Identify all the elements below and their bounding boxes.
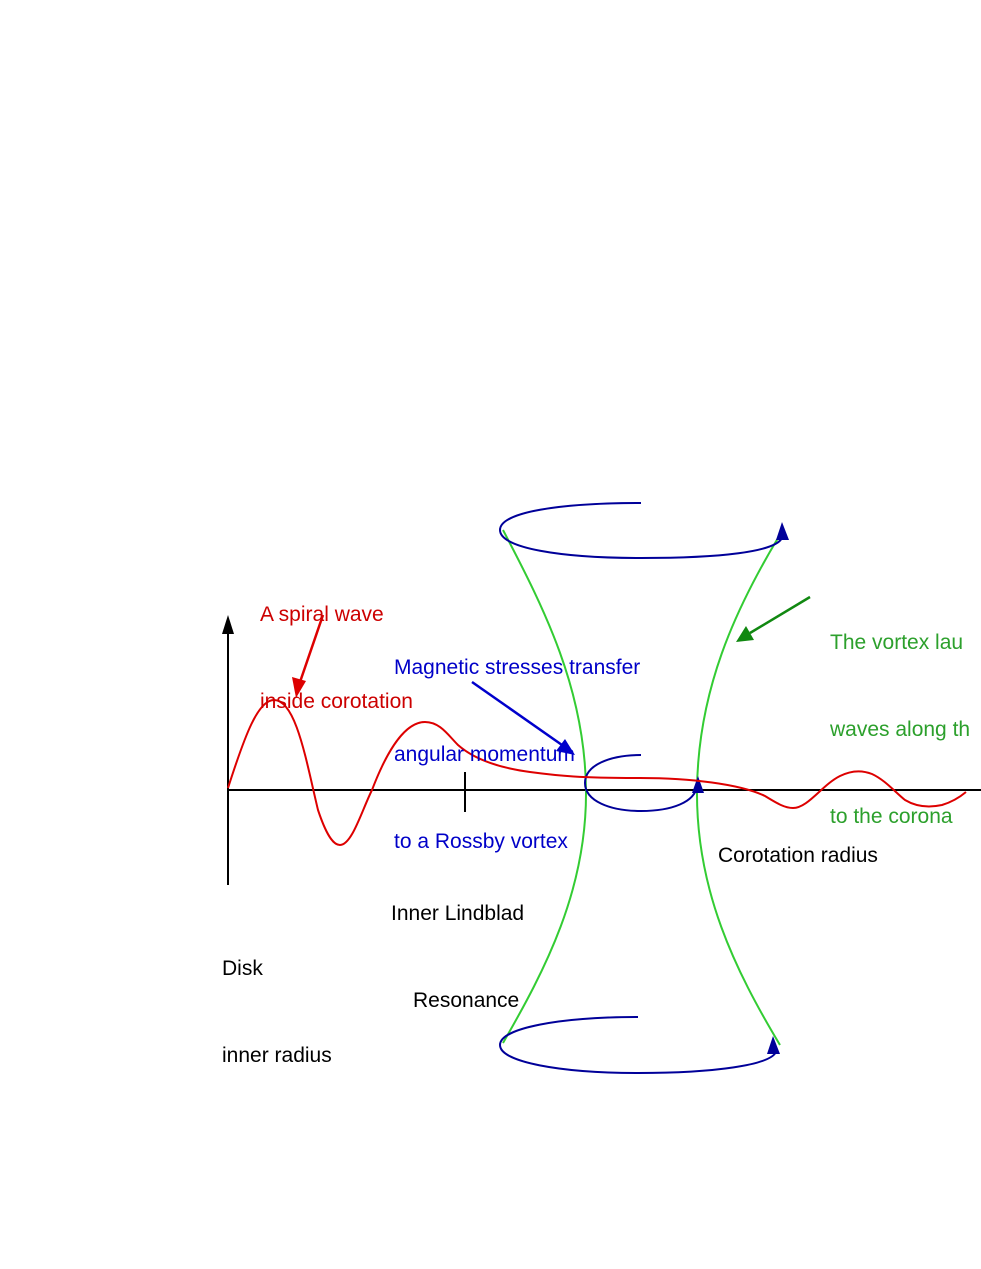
vortex-label-line1: The vortex lau	[830, 631, 964, 654]
spiral-wave-pointer-head	[292, 677, 306, 698]
midplane-vortex-loop	[583, 754, 698, 813]
disk-inner-radius-label: Disk inner radius	[222, 896, 332, 1099]
magnetic-label-line3: to a Rossby vortex	[394, 830, 568, 853]
ilr-label-line2: Resonance	[413, 989, 520, 1012]
magnetic-pointer-head	[556, 739, 575, 755]
magnetic-pointer	[471, 680, 563, 747]
vortex-label-line3: to the corona	[830, 805, 953, 828]
disk-label-line1: Disk	[222, 957, 263, 980]
bottom-loop-arrowhead	[767, 1036, 780, 1054]
spiral-wave-label: A spiral wave inside corotation	[260, 542, 413, 745]
vertical-axis-arrowhead	[222, 615, 234, 634]
corotation-label: Corotation radius	[718, 844, 878, 867]
magnetic-stresses-label: Magnetic stresses transfer angular momen…	[394, 595, 640, 885]
spiral-wave-label-line2: inside corotation	[260, 690, 413, 713]
bottom-vortex-loop	[498, 1016, 777, 1075]
vortex-pointer	[749, 595, 811, 635]
spiral-wave-pointer	[298, 614, 325, 683]
vortex-label-line2: waves along th	[830, 718, 971, 741]
top-vortex-loop	[498, 502, 783, 560]
inner-lindblad-label: Inner Lindblad Resonance	[391, 841, 524, 1044]
vortex-pointer-head	[736, 626, 754, 642]
vortex-launch-label: The vortex lau waves along th to the cor…	[830, 570, 970, 860]
midplane-loop-arrowhead	[692, 776, 704, 793]
spiral-wave-curve	[227, 698, 967, 847]
spiral-wave-label-line1: A spiral wave	[260, 603, 384, 626]
magnetic-label-line1: Magnetic stresses transfer	[394, 656, 641, 679]
ilr-label-line1: Inner Lindblad	[391, 902, 525, 925]
field-line-right	[695, 537, 781, 1046]
disk-label-line2: inner radius	[222, 1044, 332, 1067]
top-loop-arrowhead	[776, 522, 789, 540]
magnetic-label-line2: angular momentum	[394, 743, 575, 766]
